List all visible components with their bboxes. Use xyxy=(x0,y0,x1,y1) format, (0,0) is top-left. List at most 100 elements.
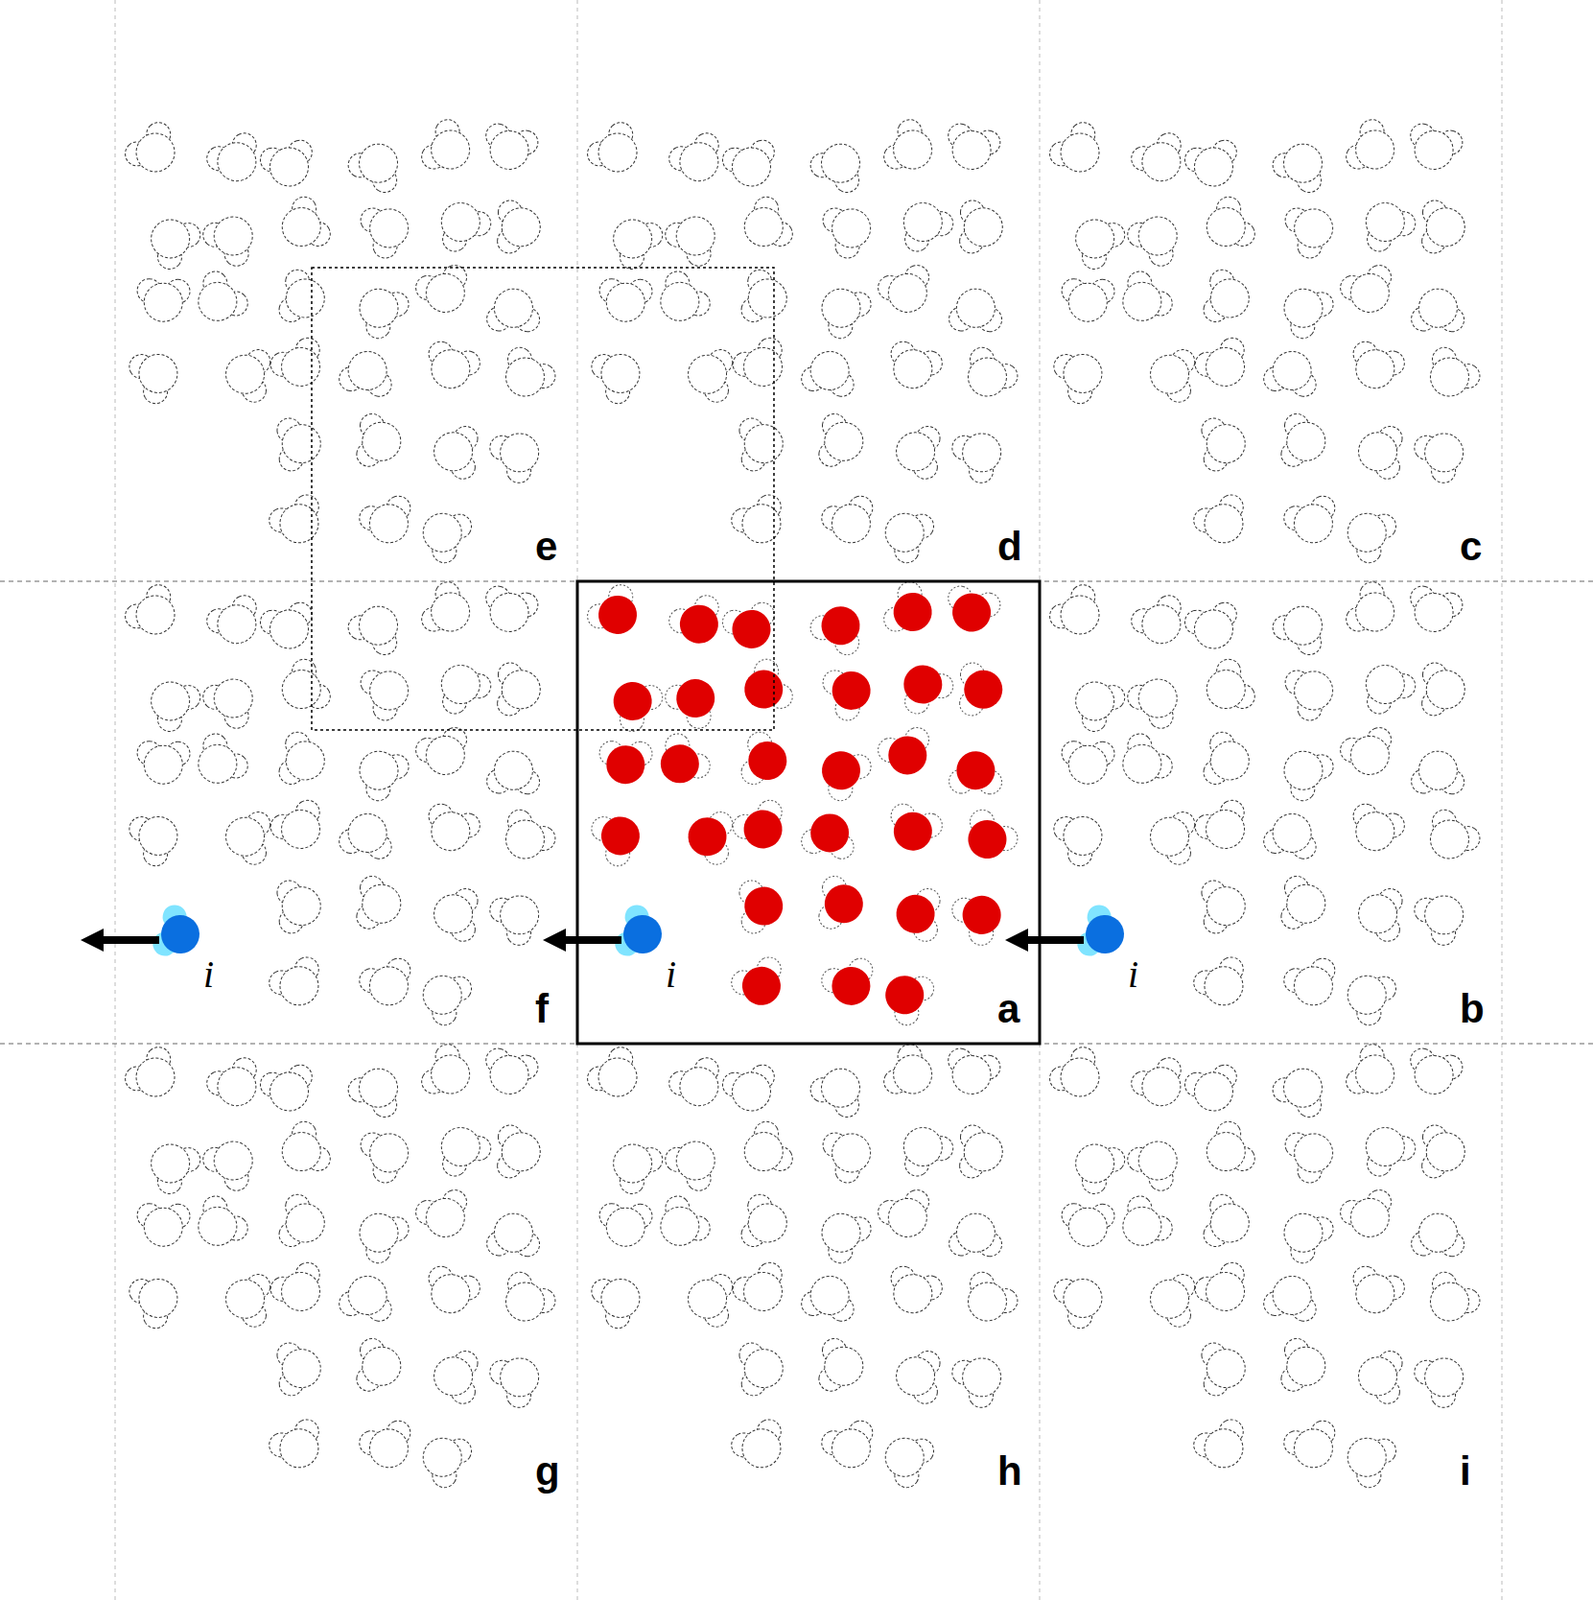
water-molecule xyxy=(1409,1344,1476,1412)
water-molecule xyxy=(1126,1053,1194,1116)
water-molecule xyxy=(1336,261,1402,321)
water-molecule xyxy=(486,1212,540,1257)
cell-label: e xyxy=(535,526,558,567)
water-molecule xyxy=(1063,668,1130,736)
water-molecule xyxy=(948,287,1003,332)
simulation-box xyxy=(577,581,1040,1044)
water-molecule xyxy=(1279,1336,1328,1395)
water-molecule xyxy=(419,1263,483,1321)
water-molecule xyxy=(733,1117,797,1185)
water-molecule xyxy=(479,120,541,175)
water-molecule xyxy=(257,1061,321,1117)
water-molecule xyxy=(739,267,793,328)
water-molecule xyxy=(1416,804,1484,870)
water-molecule xyxy=(1191,796,1259,860)
water-molecule xyxy=(1356,886,1404,943)
periodic-image xyxy=(80,577,561,1030)
water-molecule xyxy=(412,1186,477,1245)
water-molecule xyxy=(817,412,866,470)
water-molecule xyxy=(819,195,881,262)
water-molecule xyxy=(738,1340,785,1397)
cell-label: a xyxy=(997,988,1020,1030)
water-molecule xyxy=(1060,278,1115,322)
water-molecule xyxy=(720,599,783,655)
water-molecule xyxy=(664,1053,731,1116)
water-molecule xyxy=(1049,1265,1113,1334)
water-molecule xyxy=(337,1271,398,1324)
water-molecule xyxy=(879,115,942,182)
water-molecule xyxy=(491,804,560,870)
water-molecule xyxy=(739,1192,793,1253)
water-molecule xyxy=(959,200,1004,255)
water-molecule xyxy=(647,728,715,797)
water-molecule xyxy=(1410,287,1465,332)
water-molecule xyxy=(139,1130,206,1198)
water-molecule xyxy=(819,657,881,725)
water-molecule xyxy=(582,580,650,648)
cell-label: h xyxy=(997,1451,1023,1492)
water-molecule xyxy=(271,655,334,723)
water-molecule xyxy=(890,1116,958,1181)
water-molecule xyxy=(660,204,728,272)
water-molecule xyxy=(684,1269,735,1329)
water-molecule xyxy=(1195,1117,1259,1185)
cell-label: d xyxy=(997,526,1023,567)
water-molecule xyxy=(277,729,330,791)
water-molecule xyxy=(1279,412,1328,470)
water-molecule xyxy=(427,1116,495,1181)
water-molecule xyxy=(485,1344,551,1412)
water-molecule xyxy=(879,577,942,644)
water-molecule xyxy=(1280,1417,1345,1476)
water-molecule xyxy=(1201,267,1255,328)
water-molecule xyxy=(959,1124,1004,1179)
water-molecule xyxy=(881,1263,945,1321)
velocity-arrow xyxy=(562,936,622,944)
water-molecule xyxy=(356,1120,419,1187)
water-molecule xyxy=(431,1348,479,1406)
water-molecule xyxy=(485,882,551,950)
water-molecule xyxy=(1352,1116,1420,1181)
water-molecule xyxy=(419,338,483,397)
water-molecule xyxy=(124,803,188,871)
water-molecule xyxy=(356,195,419,262)
water-molecule xyxy=(1404,583,1466,637)
cell-label: g xyxy=(535,1451,561,1492)
water-molecule xyxy=(271,192,334,260)
water-molecule xyxy=(119,117,188,186)
periodic-image xyxy=(119,1039,560,1492)
water-molecule xyxy=(1049,803,1113,871)
periodic-image xyxy=(1044,115,1484,567)
water-molecule xyxy=(738,878,785,935)
water-molecule xyxy=(355,492,421,552)
water-molecule xyxy=(202,1053,269,1116)
water-molecule xyxy=(1044,580,1112,648)
water-molecule xyxy=(354,874,403,933)
water-molecule xyxy=(354,1336,403,1395)
water-molecule xyxy=(277,1192,330,1253)
water-molecule xyxy=(684,807,735,867)
water-molecule xyxy=(198,204,266,272)
water-molecule xyxy=(343,595,411,659)
water-molecule xyxy=(119,580,188,648)
water-molecule xyxy=(1267,1057,1336,1122)
water-molecule xyxy=(818,955,883,1014)
water-molecule xyxy=(954,342,1022,408)
water-molecule xyxy=(1147,345,1197,404)
water-molecule xyxy=(1195,192,1259,260)
water-molecule xyxy=(1126,590,1194,654)
water-molecule xyxy=(266,333,334,398)
water-molecule xyxy=(276,1340,323,1397)
water-molecule xyxy=(728,333,797,398)
water-molecule xyxy=(893,423,941,481)
water-molecule xyxy=(647,266,715,334)
water-molecule xyxy=(1189,1415,1256,1478)
water-molecule xyxy=(947,420,1013,488)
water-molecule xyxy=(586,1265,651,1334)
water-molecule xyxy=(419,800,483,859)
water-molecule xyxy=(347,275,414,343)
water-molecule xyxy=(198,1128,266,1196)
water-molecule xyxy=(1147,1269,1197,1329)
water-molecule xyxy=(1271,1199,1338,1267)
water-molecule xyxy=(1049,341,1113,409)
cell-label: i xyxy=(1459,1451,1472,1492)
